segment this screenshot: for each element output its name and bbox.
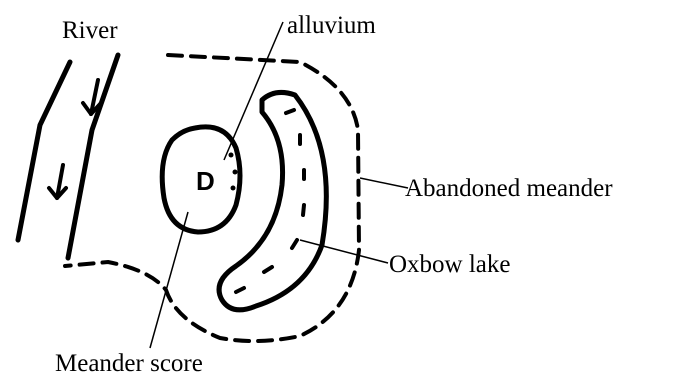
abandoned-meander-label: Abandoned meander	[405, 176, 613, 201]
flow-arrow-icon	[49, 165, 66, 198]
meander-score-label: Meander score	[55, 351, 203, 376]
river-bank-left	[18, 62, 70, 240]
river-label: River	[62, 18, 118, 43]
abandoned-meander-outline	[65, 55, 359, 341]
oxbow-lake-label: Oxbow lake	[389, 252, 511, 277]
leader-abandoned-meander	[360, 178, 408, 188]
oxbow-water-marks	[236, 110, 304, 292]
leader-lines	[150, 22, 408, 348]
river-bank-right	[68, 55, 118, 258]
alluvium-label: alluvium	[287, 13, 376, 38]
meander-core-letter: D	[196, 166, 215, 196]
flow-arrow-icon	[83, 80, 101, 114]
